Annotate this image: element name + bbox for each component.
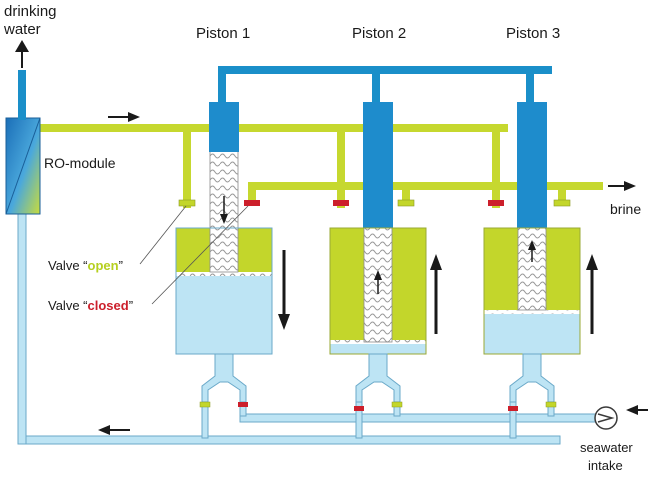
flow-arrows bbox=[15, 40, 648, 435]
top-valves bbox=[178, 199, 571, 207]
valve-closed-brine-1 bbox=[244, 200, 260, 206]
ro-module-label: RO-module bbox=[44, 155, 116, 171]
brine-label: brine bbox=[610, 201, 641, 217]
seawater-pump-icon bbox=[594, 406, 618, 430]
valve-open-hp-1 bbox=[178, 199, 196, 207]
valve-closed-hp-2 bbox=[333, 200, 349, 206]
seawater-label-2: intake bbox=[588, 458, 623, 473]
piston-1-label: Piston 1 bbox=[196, 25, 250, 42]
ro-module bbox=[5, 70, 41, 215]
valve-closed-label: Valve “closed” bbox=[48, 298, 133, 313]
drinking-water-label-2: water bbox=[3, 21, 41, 38]
high-pressure-line bbox=[40, 124, 508, 208]
valve-closed-hp-3 bbox=[488, 200, 504, 206]
piston-2-label: Piston 2 bbox=[352, 25, 406, 42]
cylinder-3 bbox=[483, 102, 581, 355]
valve-open-brine-3 bbox=[553, 199, 571, 207]
valve-open-brine-2 bbox=[397, 199, 415, 207]
piston-3-label: Piston 3 bbox=[506, 25, 560, 42]
drinking-water-label-1: drinking bbox=[4, 3, 57, 20]
bottom-valves bbox=[199, 401, 557, 411]
valve-leader-lines bbox=[139, 205, 249, 305]
brine-line bbox=[248, 182, 603, 206]
cylinder-1 bbox=[175, 102, 273, 355]
seawater-label-1: seawater bbox=[580, 440, 633, 455]
top-blue-manifold bbox=[218, 66, 552, 104]
cylinder-2 bbox=[329, 102, 427, 355]
valve-open-label: Valve “open” bbox=[48, 258, 123, 273]
